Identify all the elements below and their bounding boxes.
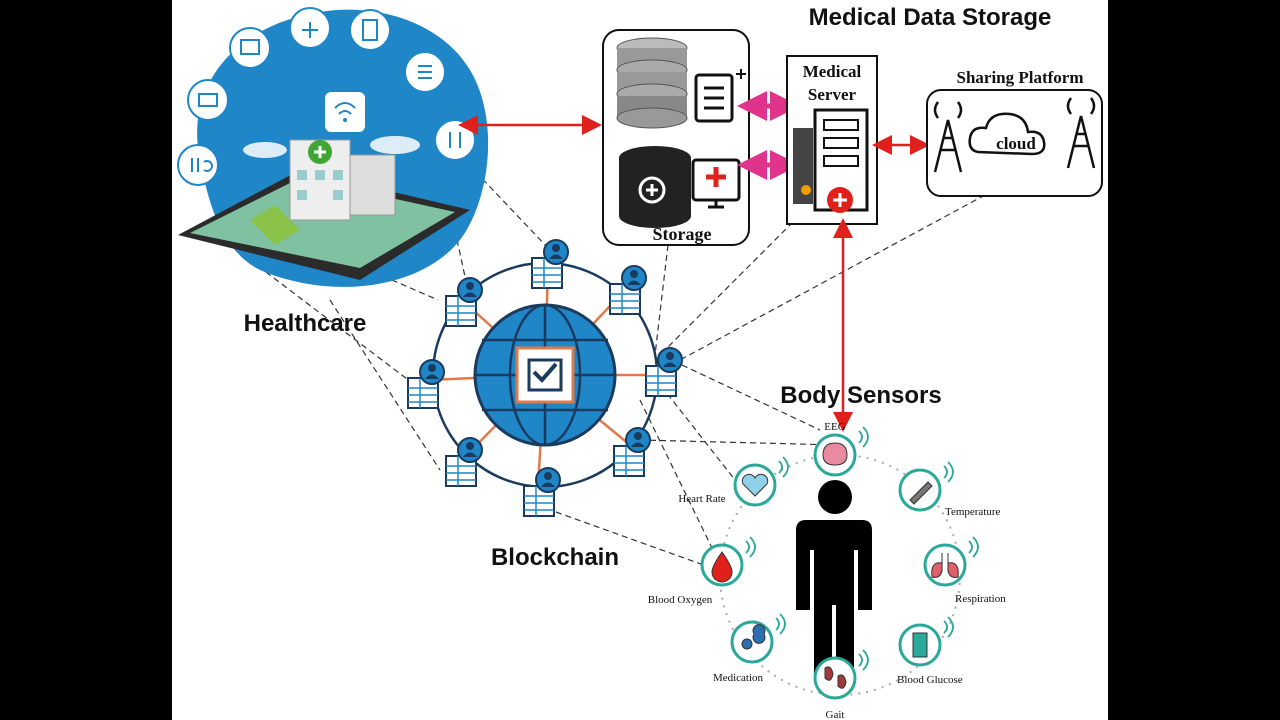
monitor-cross-icon	[691, 158, 741, 209]
left-letterbox	[0, 0, 172, 720]
sensor-label: Blood Glucose	[897, 674, 963, 686]
globe-icon	[473, 303, 617, 447]
blockchain-node-8	[445, 277, 483, 327]
sensor-blood-glucose: Blood Glucose	[897, 616, 963, 686]
brain-icon	[813, 433, 857, 477]
server-title-line1: Medical	[803, 62, 862, 81]
blockchain-node-2	[609, 265, 647, 315]
antenna-tower-right-icon	[1066, 97, 1096, 169]
sensor-label: Temperature	[945, 506, 1001, 518]
storage-label: Storage	[653, 224, 712, 244]
wireless-signal-icon	[858, 649, 869, 671]
thermometer-icon	[898, 468, 942, 512]
medical-server-box: Medical Server	[786, 55, 878, 225]
sensor-heart-rate: Heart Rate	[678, 456, 789, 507]
blockchain-node-4	[613, 427, 651, 477]
sensor-label: Gait	[826, 709, 845, 720]
prescription-icon	[349, 9, 391, 51]
wireless-signal-icon	[943, 616, 954, 638]
diagram-panel: Storage Medical Server	[172, 0, 1108, 720]
storage-box: Storage	[602, 29, 750, 246]
sharing-platform-box: Sharing Platform cloud	[926, 68, 1103, 197]
right-letterbox	[1108, 0, 1280, 720]
doctor-desk-icon	[187, 79, 229, 121]
blockchain-node-3	[645, 347, 683, 397]
blockchain-node-7	[407, 359, 445, 409]
healthcare-title: Healthcare	[244, 310, 367, 337]
lungs-icon	[923, 543, 967, 587]
blockchain-node-1	[531, 239, 569, 289]
wireless-signal-icon	[778, 456, 789, 478]
wireless-signal-icon	[775, 613, 786, 635]
human-figure-icon	[796, 480, 872, 675]
medical-database-icon	[619, 146, 691, 228]
antenna-tower-left-icon	[933, 101, 963, 173]
sensor-medication: Medication	[713, 613, 786, 684]
database-icon	[616, 37, 688, 129]
sensor-respiration: Respiration	[923, 536, 1006, 605]
wireless-signal-icon	[943, 461, 954, 483]
heart-icon	[733, 463, 777, 507]
blockchain-nodes	[407, 239, 683, 517]
wireless-signal-icon	[968, 536, 979, 558]
cloud-label: cloud	[996, 134, 1036, 153]
medical-data-storage-title: Medical Data Storage	[809, 4, 1052, 31]
sharing-platform-title: Sharing Platform	[956, 68, 1083, 87]
wireless-signal-icon	[745, 536, 756, 558]
sensor-blood-oxygen: Blood Oxygen	[648, 536, 756, 606]
glucose-meter-icon	[898, 623, 942, 667]
footprints-icon	[813, 656, 857, 700]
server-icon	[793, 108, 869, 213]
sensor-label: Blood Oxygen	[648, 594, 713, 606]
healthcare-phone-illustration	[177, 7, 489, 287]
server-title-line2: Server	[808, 85, 857, 104]
diagram-svg: Storage Medical Server	[177, 4, 1103, 720]
cloud-icon: cloud	[968, 112, 1046, 156]
sensor-label: EEG	[824, 421, 845, 433]
sensor-temperature: Temperature	[898, 461, 1001, 518]
sensor-eeg: EEG	[813, 421, 869, 477]
sensor-label: Medication	[713, 672, 764, 684]
sensor-gait: Gait	[813, 649, 869, 720]
body-sensors-title: Body Sensors	[780, 382, 941, 409]
monitor-icon	[229, 27, 271, 69]
clipboard-icon	[694, 69, 746, 123]
sensor-label: Respiration	[955, 593, 1006, 605]
blockchain-node-5	[523, 467, 561, 517]
wireless-signal-icon	[858, 426, 869, 448]
pills-icon	[730, 620, 774, 664]
sensor-label: Heart Rate	[678, 493, 725, 505]
blockchain-title: Blockchain	[491, 544, 619, 571]
blockchain-node-6	[445, 437, 483, 487]
blood-drop-icon	[700, 543, 744, 587]
